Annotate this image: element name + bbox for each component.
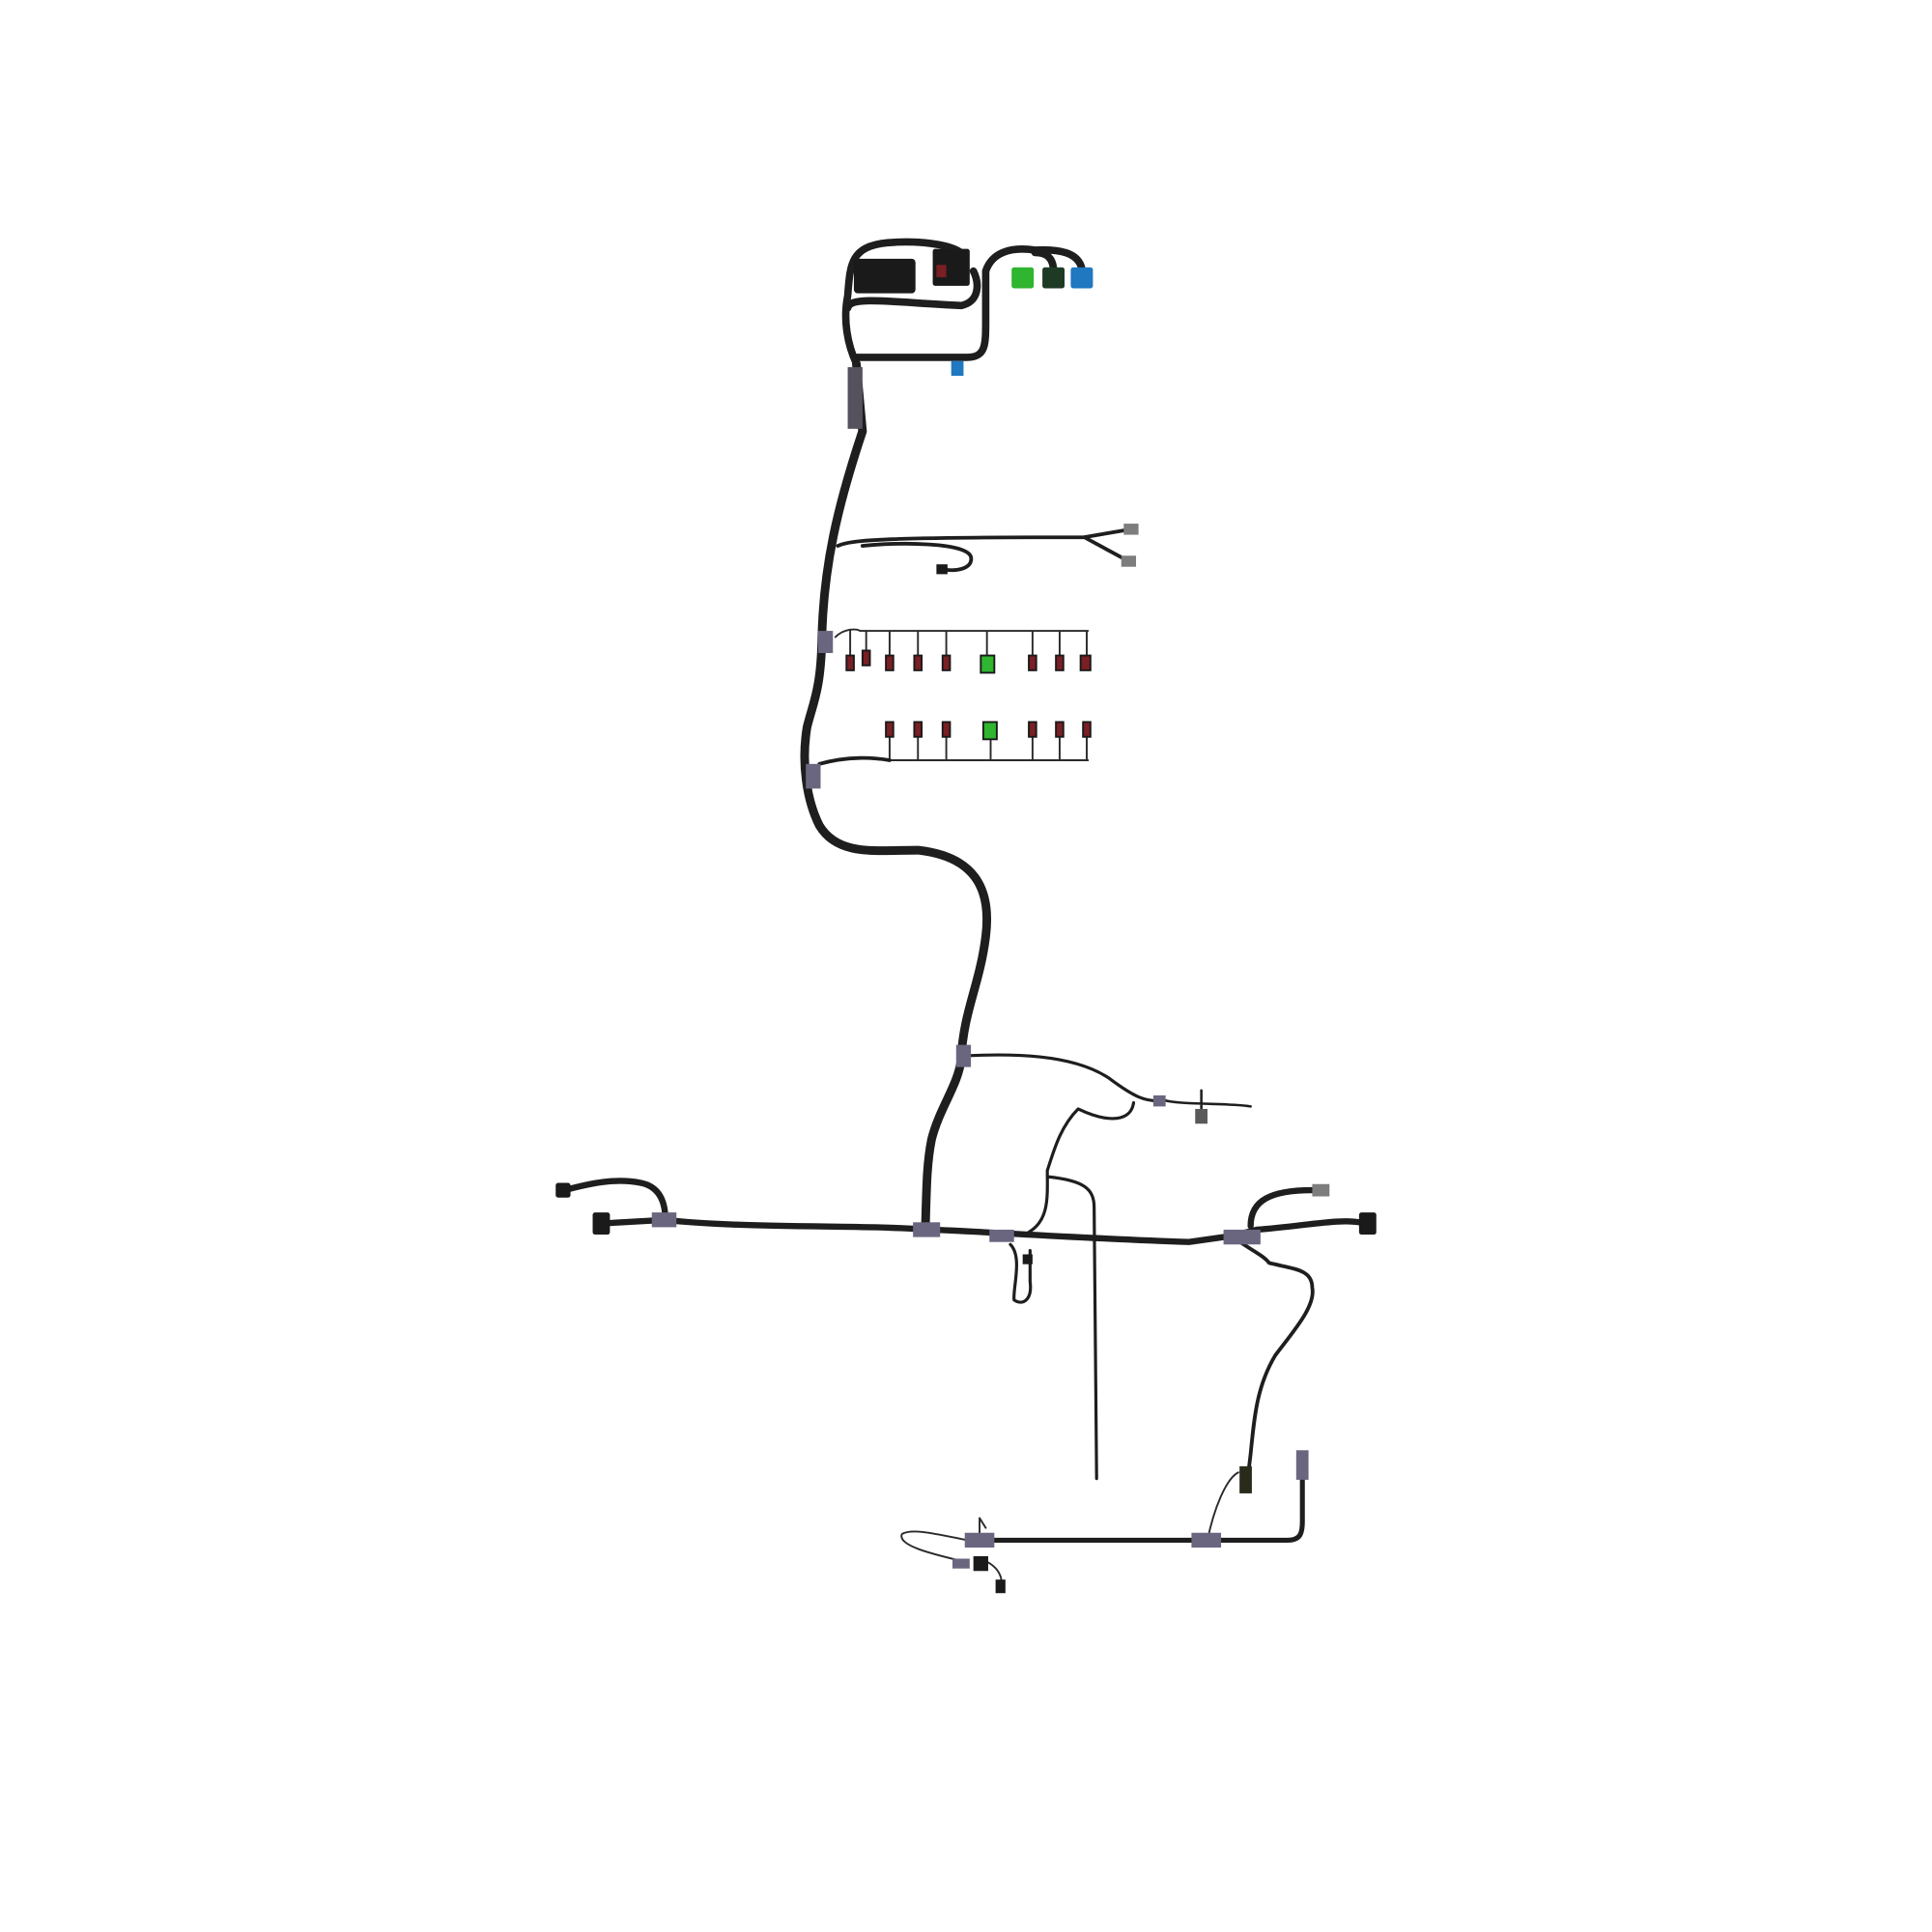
main-trunk-cable [800,358,991,1235]
sensor-connector-gray [1123,524,1139,535]
injector-connector [1055,654,1065,671]
rear-left-connector [973,1555,988,1572]
diagnostic-connector-green [1011,267,1035,289]
injector-connector [913,654,923,671]
injector-connector [1028,654,1037,671]
diagnostic-connector-blue [1070,267,1094,289]
rear-left-wires [900,1517,1003,1591]
breakout-sleeve [955,1044,972,1067]
sensor-branch-cable [836,527,1130,573]
cab-loop-cable [841,238,1086,368]
lamp-connector-gray [1312,1183,1330,1197]
injector-lower-feed [817,755,892,766]
crossbar-left-loop [560,1178,668,1223]
rear-right-wire [1207,1471,1239,1542]
injector-connector [1082,721,1092,738]
rear-left-sleeve [952,1558,970,1569]
lamp-connector [1358,1212,1377,1236]
side-sensor-sleeve [1152,1094,1166,1107]
injector-connector [845,654,855,671]
cab-connector-red [936,265,947,277]
side-sensor-connector [1195,1108,1208,1124]
rear-harness-cable [977,1476,1305,1543]
injector-connector-green [981,721,998,741]
rear-connector-yellow [1239,1465,1252,1493]
injector-connector [941,654,952,671]
injector-connector [1055,721,1065,738]
lamp-connector [555,1182,571,1198]
breakout-sleeve [817,631,834,654]
breakout-sleeve [847,367,863,429]
injector-connector-green [980,654,996,674]
breakout-sleeve [651,1212,677,1228]
small-pigtail [1009,1242,1033,1304]
injector-connector [1079,654,1092,671]
breakout-sleeve [913,1222,941,1237]
right-branch-wire [1230,1234,1315,1487]
sensor-connector-small [936,564,948,575]
cab-connector-blue [951,360,964,377]
rear-left-connector [995,1579,1006,1594]
injector-connector [885,721,895,738]
pigtail-connector [1022,1254,1033,1264]
injector-row-upper-wires [834,628,1090,667]
injector-connector [913,721,923,738]
breakout-sleeve [1223,1229,1261,1245]
breakout-sleeve [806,763,821,789]
breakout-sleeve [989,1229,1014,1242]
injector-connector [1028,721,1037,738]
injector-row-lower-wires [888,725,1090,761]
injector-connector [861,649,871,667]
injector-connector [941,721,952,738]
cab-connector-large [853,258,916,294]
injector-connector [885,654,895,671]
crossbar-right-loop [1247,1186,1321,1230]
breakout-sleeve [964,1532,995,1548]
breakout-sleeve [1191,1532,1222,1548]
lamp-connector [592,1212,611,1236]
mid-branch-wire [959,1053,1166,1481]
sensor-connector-gray [1121,555,1137,567]
rear-connector-gray [1295,1450,1309,1480]
diagnostic-connector-dark-green [1042,267,1065,289]
